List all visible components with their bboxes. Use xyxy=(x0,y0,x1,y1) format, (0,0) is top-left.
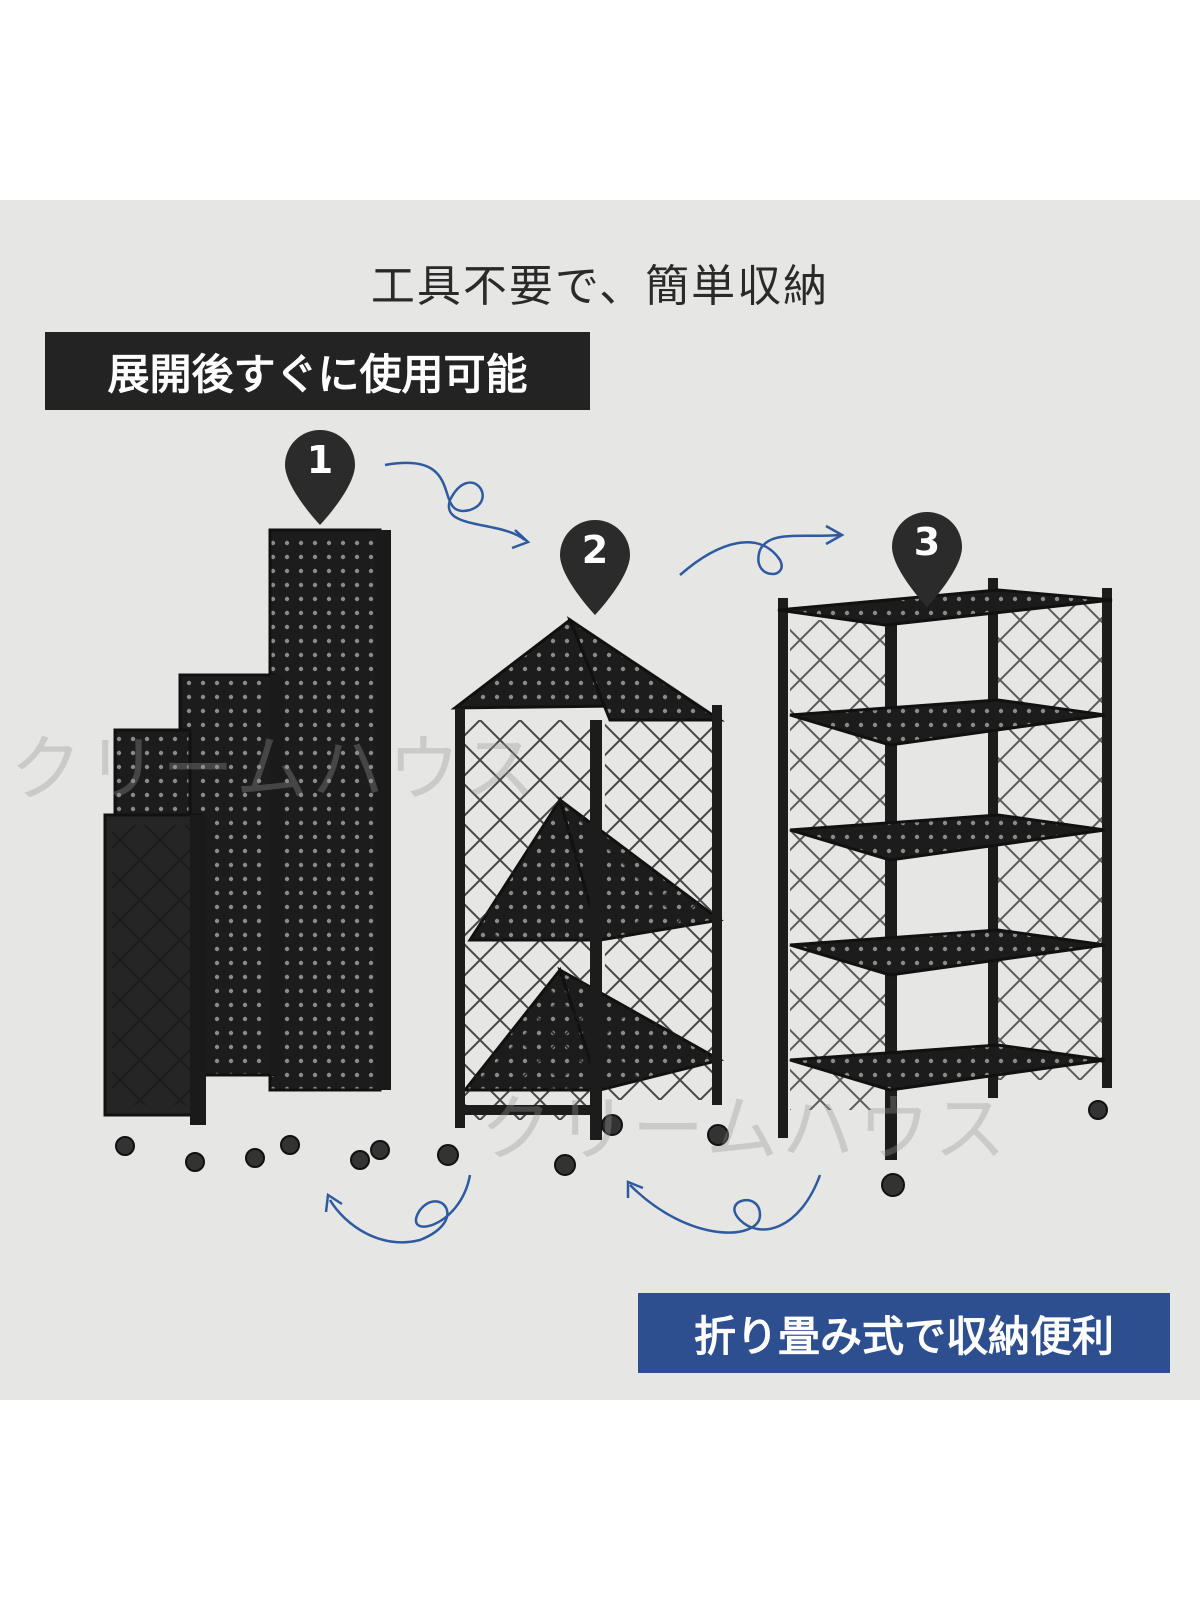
arrow-back-3-to-2 xyxy=(626,1174,822,1234)
rack-open xyxy=(777,578,1113,1197)
map-pin-icon xyxy=(285,430,355,525)
arrow-back-2-to-1 xyxy=(324,1174,472,1244)
arrow-1-to-2 xyxy=(384,461,531,550)
map-pin-icon xyxy=(560,520,630,615)
step-number-1: 1 xyxy=(306,438,334,482)
step-pin-2: 2 xyxy=(560,520,630,615)
badge-foldable-storage: 折り畳み式で収納便利 xyxy=(638,1293,1170,1373)
step-pin-3: 3 xyxy=(892,512,962,607)
product-panel: 工具不要で、簡単収納 展開後すぐに使用可能 xyxy=(0,200,1200,1400)
step-number-3: 3 xyxy=(913,520,941,564)
rack-half-open xyxy=(437,616,729,1176)
step-pin-1: 1 xyxy=(285,430,355,525)
map-pin-icon xyxy=(892,512,962,607)
watermark-right: クリームハウス xyxy=(480,1087,1010,1171)
rack-folded xyxy=(103,528,391,1172)
watermark-left: クリームハウス xyxy=(10,727,540,811)
step-number-2: 2 xyxy=(581,528,609,572)
rack-illustration xyxy=(103,461,1113,1244)
headline: 工具不要で、簡単収納 xyxy=(370,261,830,312)
arrow-2-to-3 xyxy=(679,524,845,576)
badge-ready-to-use: 展開後すぐに使用可能 xyxy=(45,332,590,410)
